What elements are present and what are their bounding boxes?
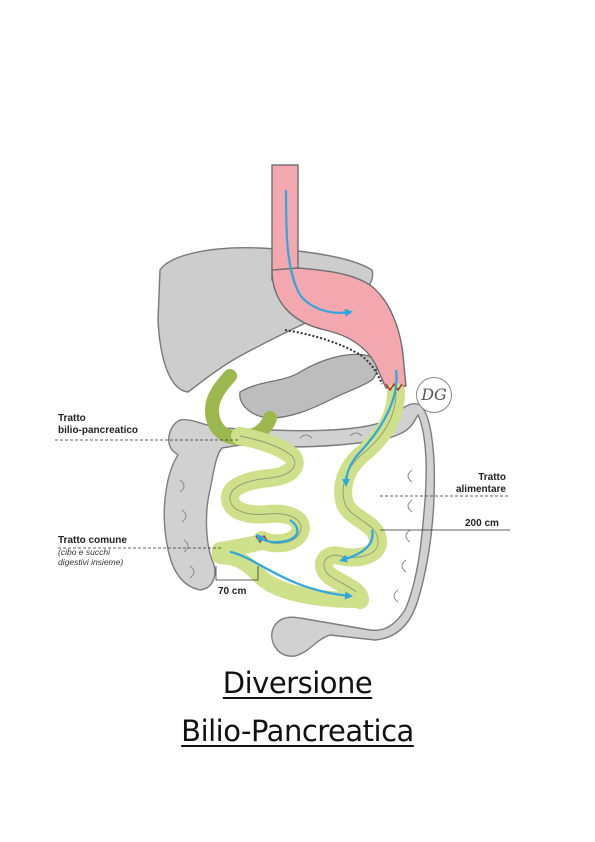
alimentare-label-line2: alimentare xyxy=(455,484,506,495)
common-channel-flow-arrow xyxy=(229,550,353,600)
bilio-label-line1: Tratto xyxy=(58,413,86,424)
leader-lines xyxy=(55,439,510,581)
biliopancreatic-flow-arrow xyxy=(255,519,299,544)
title-line-2: Bilio-Pancreatica xyxy=(181,714,414,748)
stomach xyxy=(271,267,407,389)
bilio-label-line2: bilio-pancreatico xyxy=(58,425,139,436)
esophagus-flow-arrow xyxy=(284,189,353,317)
alimentary-label: Tratto alimentare xyxy=(446,472,506,496)
comune-label-note2: digestivi insieme) xyxy=(58,557,124,567)
length-70-label: 70 cm xyxy=(218,586,247,597)
alimentary-lower-flow-arrow xyxy=(339,529,374,563)
gastric-anastomosis-mark xyxy=(385,382,403,392)
pancreas xyxy=(239,353,378,419)
esophagus xyxy=(271,164,299,281)
common-channel xyxy=(212,534,366,608)
title-line-1: Diversione xyxy=(222,666,373,700)
alimentare-label-line1: Tratto xyxy=(478,472,506,483)
alimentary-flow-arrow xyxy=(342,369,398,487)
biliopancreatic-limb xyxy=(221,427,310,553)
comune-label-title: Tratto comune xyxy=(58,535,127,546)
length-200-label: 200 cm xyxy=(465,518,499,529)
flow-arrows xyxy=(229,189,398,600)
comune-label-note1: (cibo e succhi xyxy=(58,547,110,557)
bilio-pancreatic-label: Tratto bilio-pancreatico xyxy=(58,413,138,437)
colon xyxy=(163,403,436,657)
70cm-bracket xyxy=(215,566,259,581)
stomach-staple-line xyxy=(284,329,383,385)
dg-logo: DG xyxy=(416,377,452,413)
common-channel-label: Tratto comune (cibo e succhi digestivi i… xyxy=(58,535,127,567)
